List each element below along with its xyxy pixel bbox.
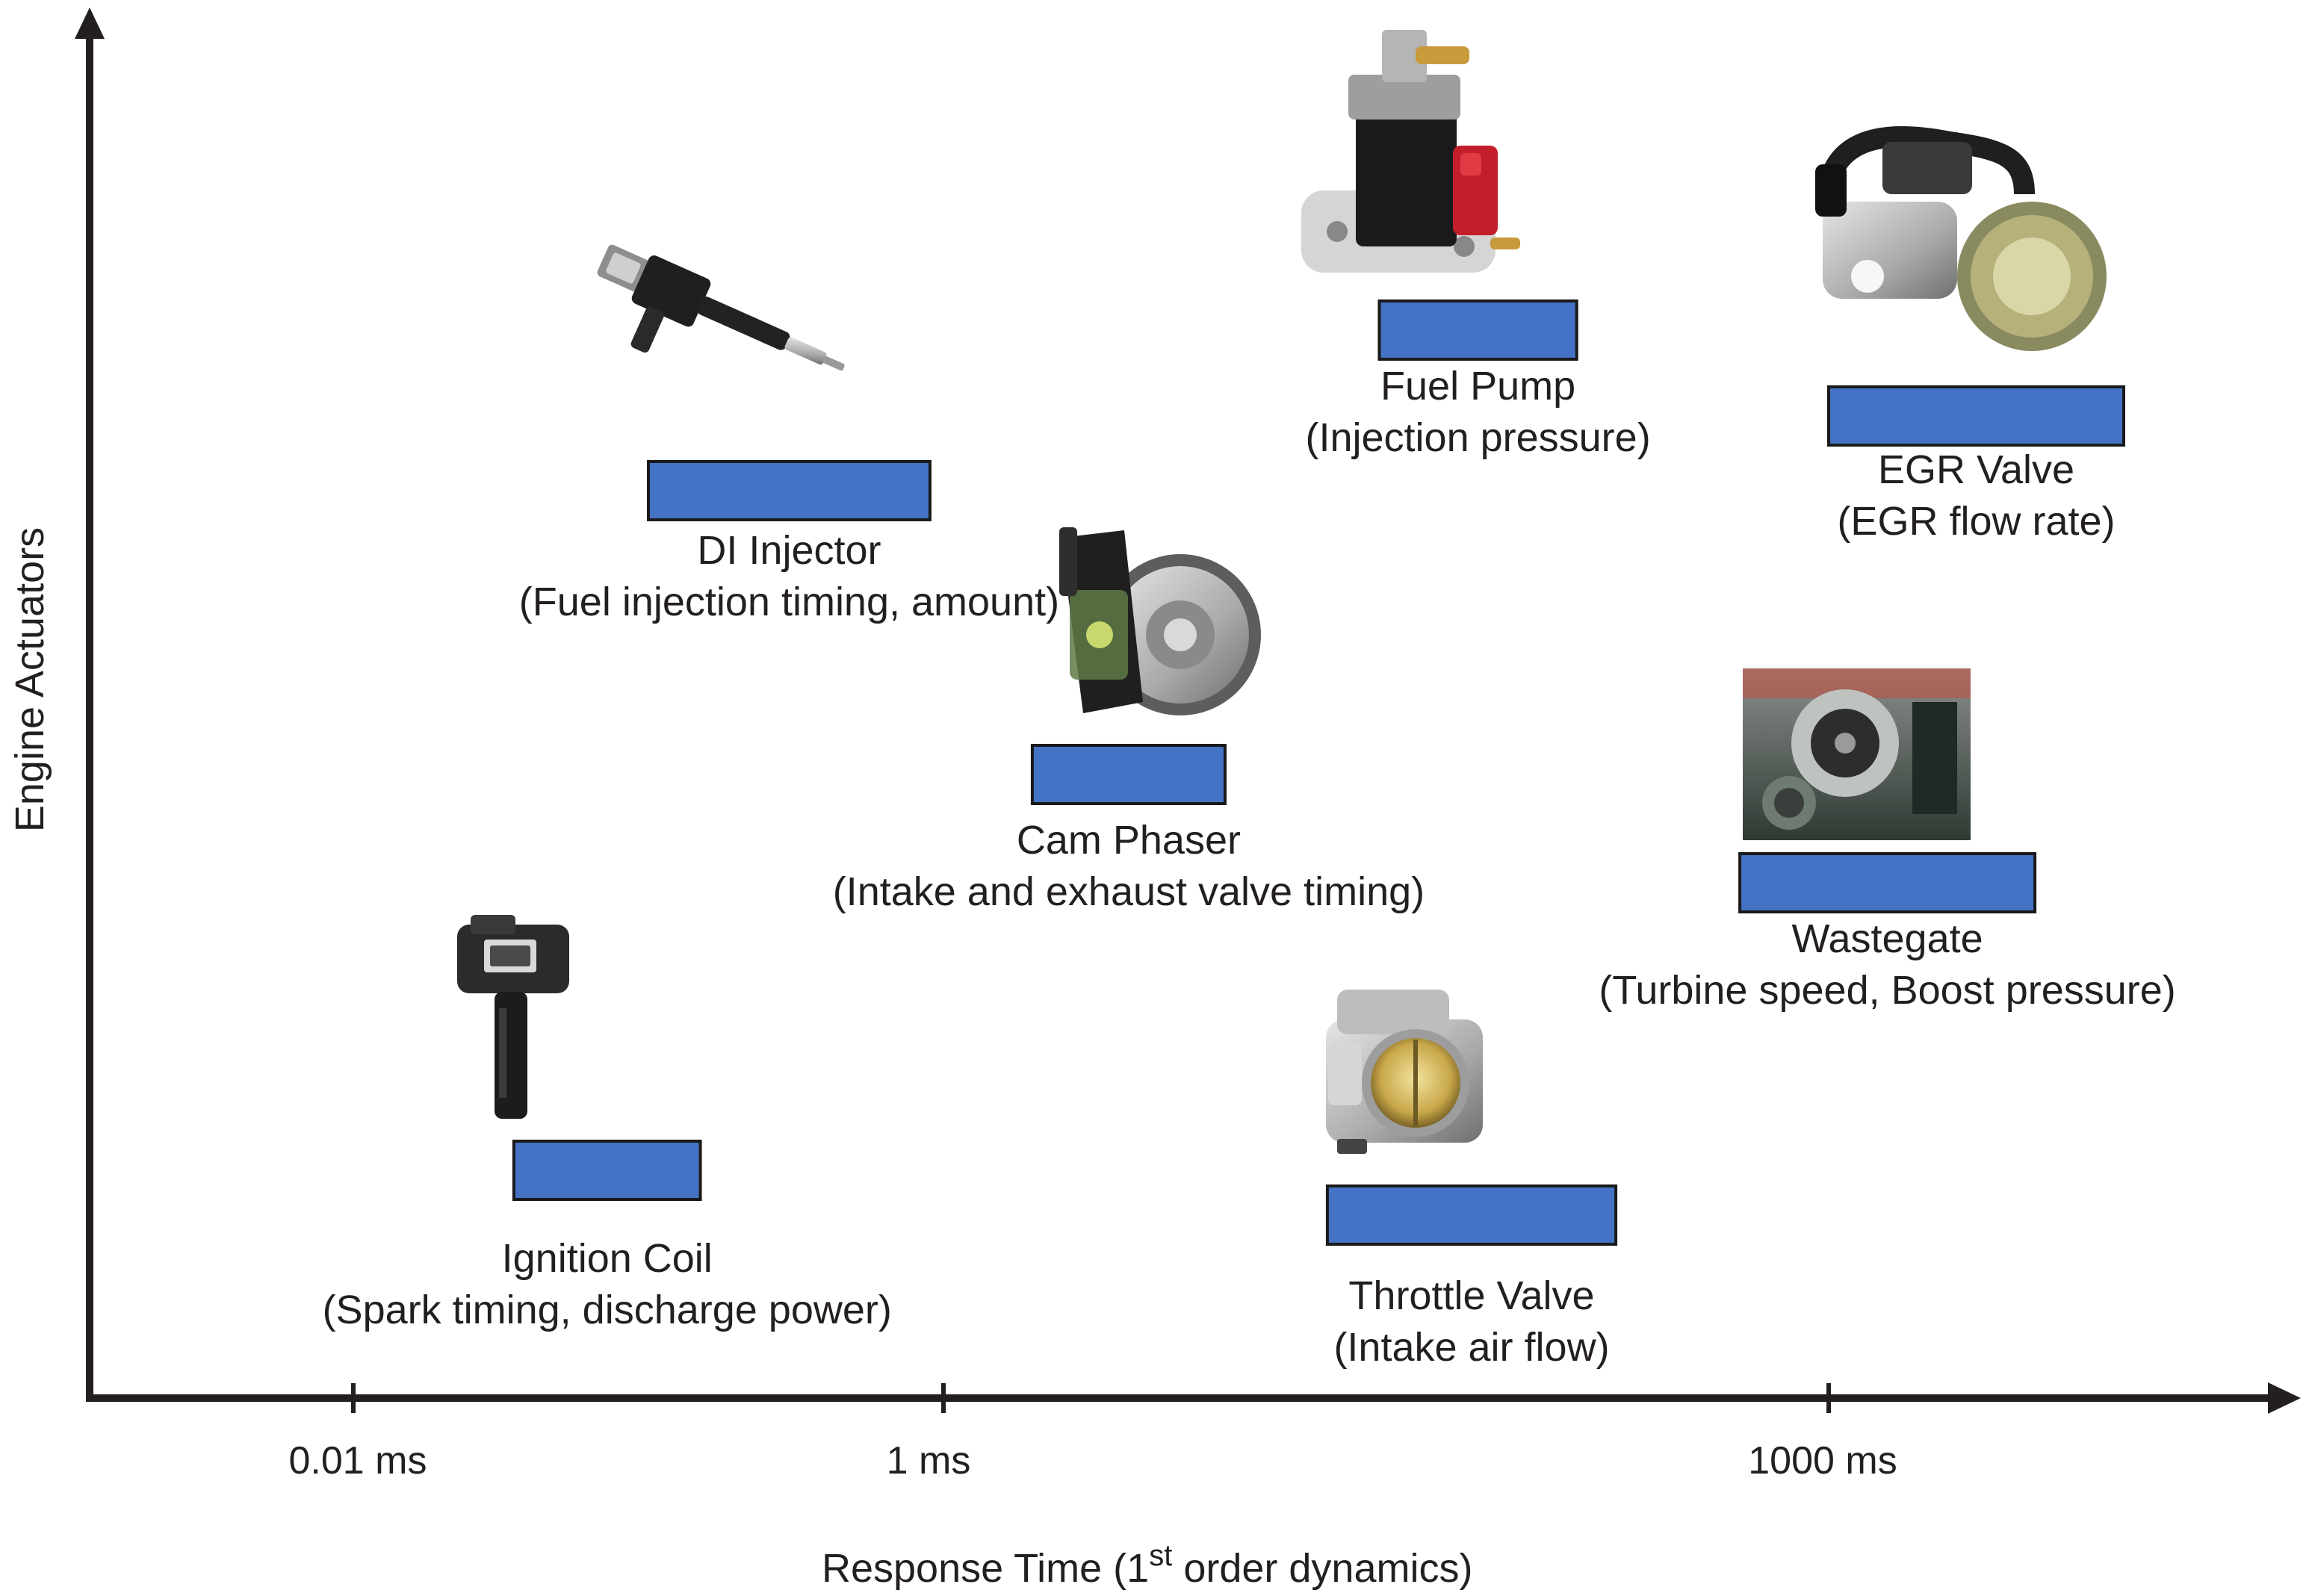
bar-fuel-pump — [1377, 299, 1578, 361]
bar-wastegate — [1738, 852, 2037, 913]
bar-di-injector — [647, 460, 932, 521]
x-axis-ticks: 0.01 ms 1 ms 1000 ms — [289, 1383, 1897, 1482]
x-axis-title-rest: order dynamics) — [1172, 1546, 1472, 1591]
actuator-bars — [512, 299, 2125, 1246]
description-throttle-valve: (Intake air flow) — [1333, 1325, 1609, 1370]
description-cam-phaser: (Intake and exhaust valve timing) — [833, 869, 1425, 914]
x-axis-title: Response Time (1st order dynamics) — [822, 1539, 1472, 1591]
injector-icon — [597, 244, 845, 371]
x-tick-label-0: 0.01 ms — [289, 1439, 427, 1482]
description-di-injector: (Fuel injection timing, amount) — [519, 580, 1059, 624]
label-ignition-coil: Ignition Coil — [502, 1236, 713, 1281]
description-ignition-coil: (Spark timing, discharge power) — [323, 1288, 892, 1332]
y-axis-title: Engine Actuators — [7, 527, 52, 832]
label-egr-valve: EGR Valve — [1878, 447, 2074, 492]
axes — [75, 7, 2301, 1414]
bar-ignition-coil — [512, 1140, 702, 1201]
x-tick-label-1: 1 ms — [887, 1439, 971, 1482]
x-axis-arrowhead — [2268, 1382, 2301, 1414]
bar-throttle-valve — [1325, 1184, 1618, 1246]
ignition-coil-icon — [457, 915, 569, 1119]
fuel-pump-icon — [1301, 30, 1520, 273]
wastegate-icon — [1743, 668, 1971, 840]
label-cam-phaser: Cam Phaser — [1017, 818, 1241, 863]
actuator-illustrations — [457, 30, 2107, 1154]
description-fuel-pump: (Injection pressure) — [1305, 415, 1650, 460]
label-throttle-valve: Throttle Valve — [1348, 1273, 1594, 1318]
throttle-valve-icon — [1326, 990, 1483, 1154]
actuator-labels: Ignition Coil (Spark timing, discharge po… — [323, 364, 2176, 1370]
bar-egr-valve — [1827, 385, 2125, 447]
label-wastegate: Wastegate — [1792, 916, 1983, 961]
cam-phaser-icon — [1059, 527, 1261, 715]
label-fuel-pump: Fuel Pump — [1380, 364, 1575, 409]
y-axis-arrowhead — [75, 7, 105, 39]
egr-valve-icon — [1815, 125, 2107, 351]
x-axis-title-main: Response Time (1 — [822, 1546, 1149, 1591]
bar-cam-phaser — [1030, 744, 1227, 805]
x-tick-label-2: 1000 ms — [1748, 1439, 1897, 1482]
description-wastegate: (Turbine speed, Boost pressure) — [1599, 968, 2175, 1013]
description-egr-valve: (EGR flow rate) — [1837, 499, 2115, 544]
label-di-injector: DI Injector — [697, 528, 881, 573]
x-axis-title-sup: st — [1149, 1539, 1172, 1572]
